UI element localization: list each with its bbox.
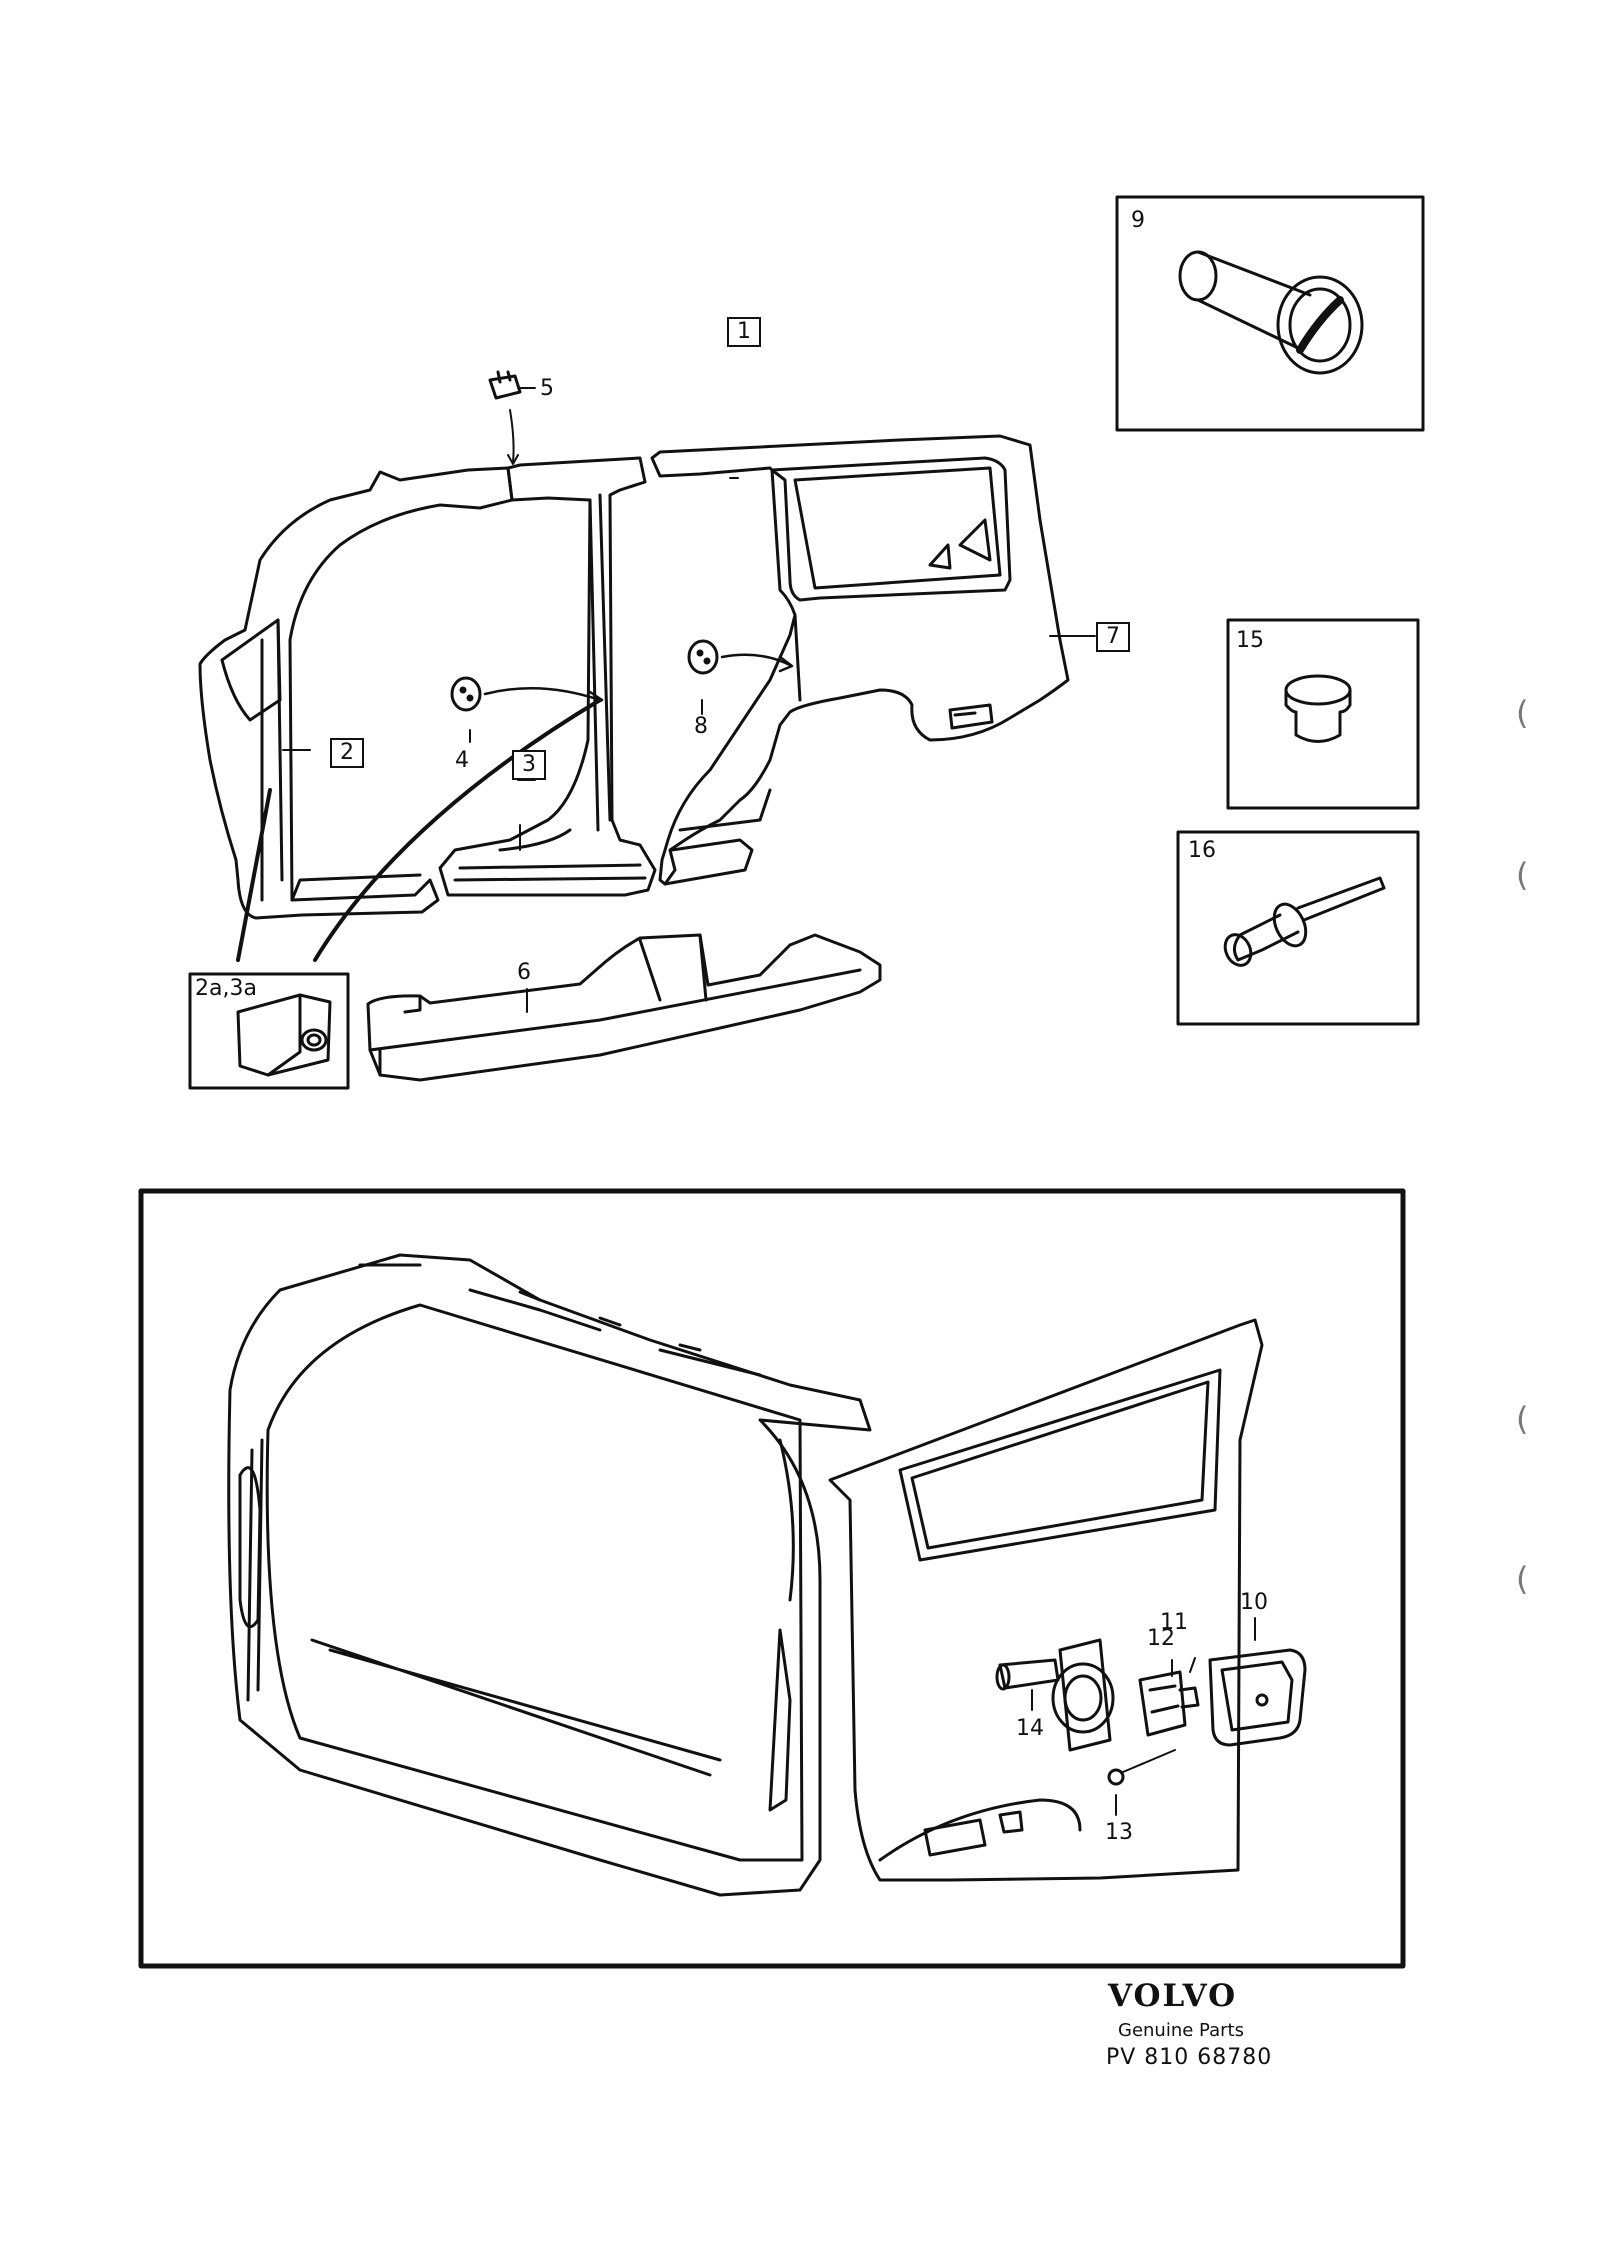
margin-mark: ( (1516, 1400, 1529, 1438)
callout-11: 11 (1160, 1610, 1188, 1635)
sill-panel (366, 933, 882, 1082)
callout-2: 2 (330, 738, 364, 768)
fuel-filler-neck-icon (1051, 1638, 1115, 1752)
callout-14: 14 (1016, 1716, 1044, 1741)
callout-3: 3 (512, 750, 546, 780)
callout-2a-3a: 2a,3a (195, 976, 257, 1001)
callout-7: 7 (1096, 622, 1130, 652)
screw-icon (1107, 1749, 1176, 1786)
callout-9: 9 (1131, 208, 1145, 233)
plug-icon (1284, 674, 1352, 743)
part-code: PV 810 68780 (1106, 2045, 1273, 2070)
grommet-small-icon (450, 639, 794, 712)
callout-15: 15 (1236, 628, 1264, 653)
grommet-sleeve-icon (1178, 250, 1364, 375)
margin-mark: ( (1516, 694, 1529, 732)
inset-box-2a-3a (188, 972, 350, 1090)
callout-5: 5 (540, 376, 554, 401)
callout-4: 4 (455, 748, 469, 773)
margin-mark: ( (1516, 1560, 1529, 1598)
filler-tube-icon (995, 1658, 1060, 1691)
fuel-filler-detail-frame (138, 1188, 1406, 1969)
rivet-icon (1223, 876, 1386, 967)
margin-mark: ( (1516, 856, 1529, 894)
fuel-door-icon (1208, 1648, 1307, 1747)
inset-box-16 (1176, 830, 1420, 1026)
callout-16: 16 (1188, 838, 1216, 863)
callout-13: 13 (1105, 1820, 1133, 1845)
callout-6: 6 (517, 960, 531, 985)
inset-box-9 (1115, 195, 1425, 432)
bracket-icon (236, 993, 332, 1077)
brand-logo: VOLVO (1108, 1978, 1238, 2014)
hinge-icon (1138, 1670, 1200, 1737)
callout-10: 10 (1240, 1590, 1268, 1615)
body-side-panel (198, 434, 1070, 920)
brand-tagline: Genuine Parts (1118, 2020, 1244, 2041)
inset-box-15 (1226, 618, 1420, 810)
callout-12: 12 (1147, 1626, 1175, 1651)
callout-1: 1 (727, 317, 761, 347)
callout-8: 8 (694, 714, 708, 739)
clip-icon (488, 370, 522, 465)
